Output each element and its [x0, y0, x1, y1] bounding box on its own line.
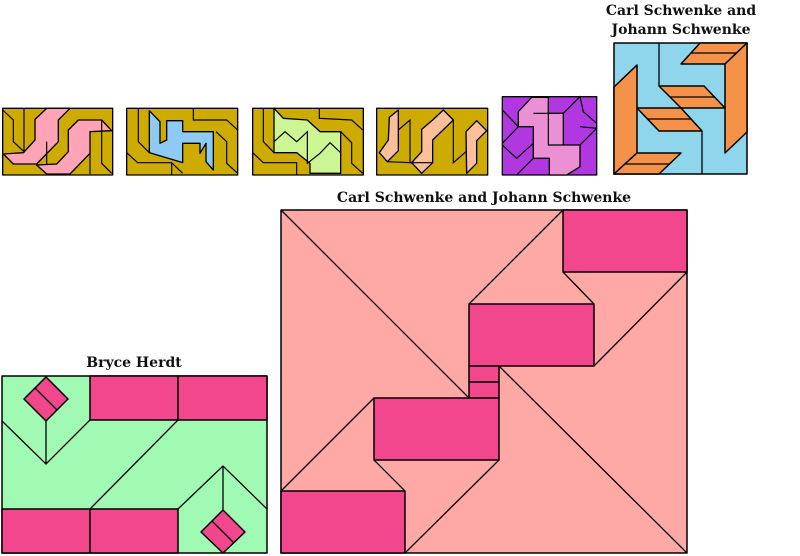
piece-rect — [373, 397, 500, 461]
piece-rect — [468, 303, 595, 367]
piece-square — [468, 381, 500, 399]
title-bottom-left: Bryce Herdt — [86, 355, 182, 371]
title-top-right-line2: Johann Schwenke — [609, 22, 750, 38]
dissection-gold-blue — [126, 107, 239, 176]
dissection-sky-orange — [613, 42, 748, 175]
dissection-gold-green — [252, 107, 364, 176]
small-dissection-group-left — [2, 107, 239, 176]
dissection-purple-orchid — [501, 95, 598, 176]
title-top-right-line1: Carl Schwenke and — [606, 3, 756, 19]
piece-square — [468, 365, 500, 383]
dissection-salmon-magenta — [280, 209, 688, 554]
title-large: Carl Schwenke and Johann Schwenke — [337, 190, 631, 206]
piece-rect — [280, 490, 406, 554]
small-dissection-group-middle — [252, 95, 598, 176]
piece-rect — [562, 209, 688, 273]
dissection-gold-peach — [375, 107, 489, 176]
dissection-mint-magenta — [1, 375, 268, 554]
dissection-gold-pink — [2, 107, 114, 176]
